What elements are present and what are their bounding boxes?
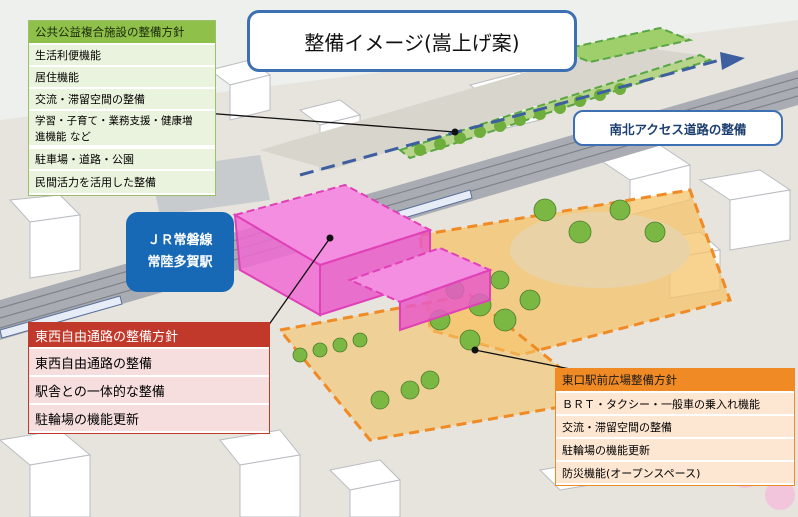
east-plaza-panel: 東口駅前広場整備方針 ＢＲＴ・タクシー・一般車の乗入れ機能 交流・滞留空間の整備… bbox=[555, 368, 795, 486]
station-name: 常陸多賀駅 bbox=[147, 255, 213, 270]
station-line: ＪＲ常磐線 bbox=[147, 233, 213, 248]
list-item: 居住機能 bbox=[29, 67, 215, 87]
public-facility-panel: 公共公益複合施設の整備方針 生活利便機能 居住機能 交流・滞留空間の整備 学習・… bbox=[28, 20, 216, 196]
list-item: 駐輪場の機能更新 bbox=[556, 439, 794, 460]
page-title: 整備イメージ(嵩上げ案) bbox=[247, 10, 577, 72]
list-item: ＢＲＴ・タクシー・一般車の乗入れ機能 bbox=[556, 393, 794, 414]
list-item: 東西自由通路の整備 bbox=[29, 349, 269, 375]
list-item: 駐車場・道路・公園 bbox=[29, 149, 215, 169]
list-item: 駐輪場の機能更新 bbox=[29, 405, 269, 431]
panel-header: 東西自由通路の整備方針 bbox=[29, 323, 269, 347]
list-item: 交流・滞留空間の整備 bbox=[29, 89, 215, 109]
list-item: 生活利便機能 bbox=[29, 45, 215, 65]
list-item: 民間活力を活用した整備 bbox=[29, 171, 215, 193]
list-item: 進機能 など bbox=[29, 127, 215, 145]
leader-line-walkway bbox=[267, 237, 331, 327]
access-road-label: 南北アクセス道路の整備 bbox=[573, 110, 783, 146]
leader-line-facility bbox=[204, 112, 456, 133]
walkway-panel: 東西自由通路の整備方針 東西自由通路の整備 駅舎との一体的な整備 駐輪場の機能更… bbox=[28, 322, 270, 434]
station-label: ＪＲ常磐線 常陸多賀駅 bbox=[126, 212, 234, 292]
list-item: 防災機能(オープンスペース) bbox=[556, 462, 794, 483]
panel-header: 公共公益複合施設の整備方針 bbox=[29, 21, 215, 43]
plaza-trees bbox=[292, 198, 666, 410]
list-item: 交流・滞留空間の整備 bbox=[556, 416, 794, 437]
panel-header: 東口駅前広場整備方針 bbox=[556, 369, 794, 391]
list-item: 駅舎との一体的な整備 bbox=[29, 377, 269, 403]
list-item: 学習・子育て・業務支援・健康増 bbox=[29, 111, 215, 129]
